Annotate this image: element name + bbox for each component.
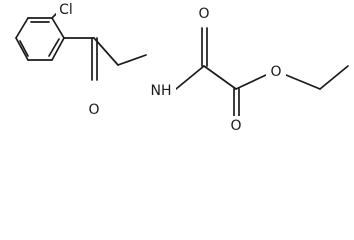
ring-bond-3	[51, 37, 65, 61]
ring-bond-5	[15, 37, 29, 61]
ester-single-bond	[235, 74, 267, 90]
ketone-methylene-bond	[93, 37, 119, 66]
ketone-oxygen-label: O	[88, 102, 99, 118]
ethoxy-bond-2	[319, 65, 349, 90]
ester-oxygen-label: O	[270, 64, 281, 80]
amide-nitrogen-atom: NH	[146, 81, 176, 99]
ketone-oxygen-atom: O	[86, 100, 102, 118]
amide-oxygen-label: O	[198, 6, 209, 22]
ring-bond-2	[51, 17, 65, 39]
ring-bond-6	[15, 17, 29, 39]
methylene-nitrogen-bond	[117, 54, 147, 66]
ester-carbonyl-oxygen-atom: O	[228, 116, 244, 134]
chlorine-atom: Cl	[56, 0, 80, 18]
ethoxy-bond-1	[285, 74, 321, 90]
ring-double-bond-3	[19, 40, 29, 57]
amide-nitrogen-label: NH	[151, 83, 172, 99]
molecule-structure: Cl O NH O O O	[15, 0, 349, 134]
ring-double-bond-2	[48, 38, 60, 57]
nitrogen-amide-bond	[175, 65, 205, 90]
ester-oxygen-atom: O	[266, 62, 286, 80]
benzene-ring	[15, 17, 65, 61]
oxalyl-bond	[203, 65, 237, 90]
ester-carbonyl-oxygen-label: O	[230, 118, 241, 134]
chlorine-label: Cl	[59, 2, 73, 18]
amide-oxygen-atom: O	[196, 4, 212, 22]
